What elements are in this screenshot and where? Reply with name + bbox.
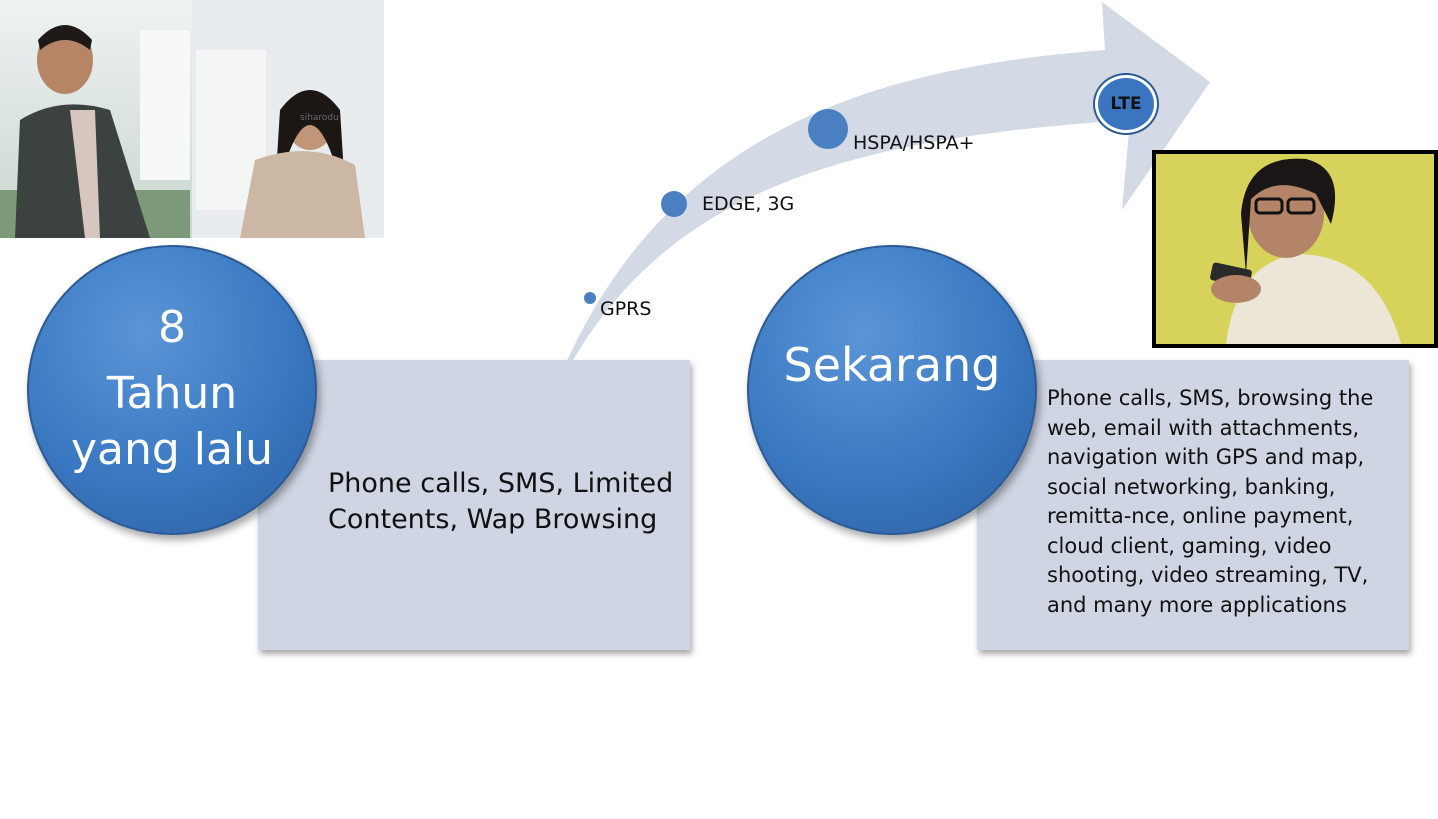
- lte-badge: LTE: [1095, 75, 1157, 133]
- past-photo: siharodu: [0, 0, 384, 238]
- past-description-box: Phone calls, SMS, Limited Contents, Wap …: [258, 360, 690, 650]
- edge-3g-dot: [661, 191, 687, 217]
- past-title-line2: yang lalu: [70, 424, 274, 475]
- present-description: Phone calls, SMS, browsing the web, emai…: [1047, 386, 1374, 617]
- present-title: Sekarang: [783, 338, 1001, 392]
- hspa-label: HSPA/HSPA+: [853, 132, 975, 154]
- gprs-dot: [584, 292, 596, 304]
- present-circle: Sekarang: [747, 245, 1037, 535]
- hspa-dot: [808, 109, 848, 149]
- past-number: 8: [158, 302, 186, 353]
- past-circle: 8 Tahun yang lalu: [27, 245, 317, 535]
- present-description-box: Phone calls, SMS, browsing the web, emai…: [977, 360, 1409, 650]
- gprs-label: GPRS: [600, 298, 652, 320]
- past-title-line1: Tahun: [106, 368, 238, 419]
- photo-watermark: siharodu: [300, 113, 339, 123]
- present-photo: [1152, 150, 1438, 348]
- edge-3g-label: EDGE, 3G: [702, 193, 795, 215]
- past-description: Phone calls, SMS, Limited Contents, Wap …: [328, 468, 674, 535]
- lte-label: LTE: [1110, 94, 1142, 114]
